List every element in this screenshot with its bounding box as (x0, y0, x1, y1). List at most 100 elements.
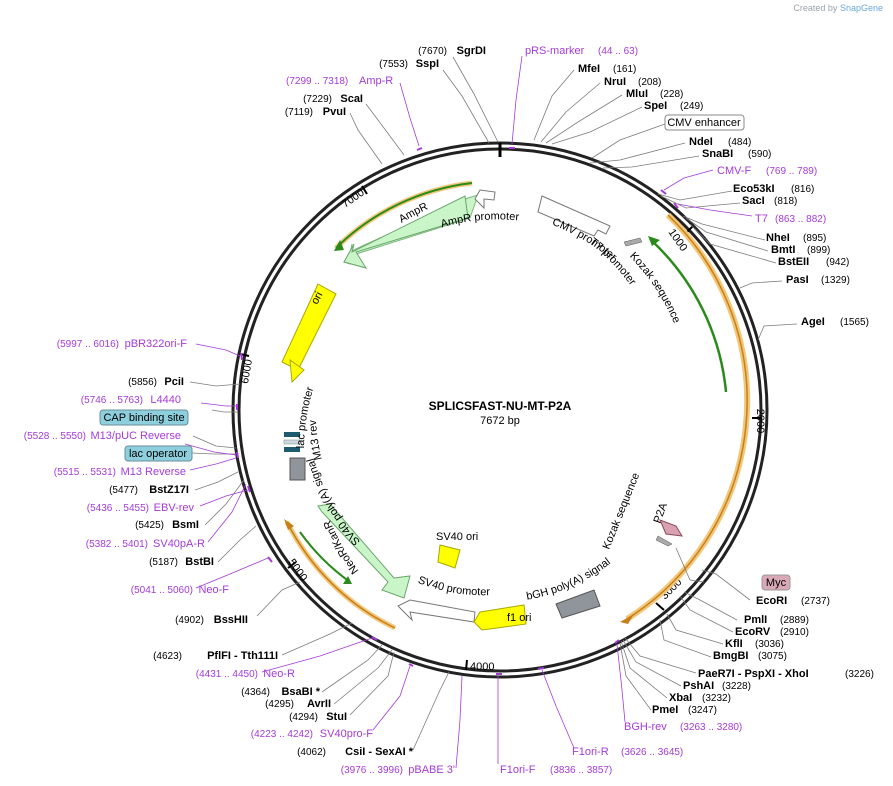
primer-name-l4440: L4440 (150, 394, 181, 406)
site-name-ecori: EcoRI (756, 595, 787, 607)
leader-xbai (620, 640, 668, 699)
primer-range-cmvf: (769 .. 789) (766, 166, 817, 177)
site-pos-spei: (249) (680, 101, 703, 112)
primer-range-ampr: (7299 .. 7318) (286, 76, 348, 87)
green-arc-1 (650, 239, 728, 393)
leader-bmti (685, 217, 769, 252)
mark-bgh (614, 639, 620, 644)
site-name-ecorv: EcoRV (735, 626, 771, 638)
primer-range-m13puc: (5528 .. 5550) (24, 431, 86, 442)
leader-m13rev (189, 457, 237, 471)
site-name-pmli: PmlI (744, 614, 767, 626)
site-pos-sspi: (7553) (379, 59, 408, 70)
site-name-scai: ScaI (340, 93, 363, 105)
tick-5000 (287, 561, 297, 569)
site-pos-pmli: (2889) (780, 615, 809, 626)
leader-neof (195, 557, 269, 589)
leader-pasi (739, 280, 783, 289)
site-pos-nrui: (208) (638, 77, 661, 88)
green-arc-ampr-arrow (334, 240, 344, 251)
leader-agei (757, 323, 798, 341)
leader-f1orir (541, 669, 575, 749)
primer-range-sv40par: (5382 .. 5401) (86, 539, 148, 550)
primer-name-f1orif: F1ori-F (500, 764, 536, 776)
site-pos-bstbi: (5187) (149, 557, 178, 568)
green-arc-ampr (335, 182, 473, 249)
neo-feature (317, 503, 411, 599)
primer-labels: pRS-marker (44 .. 63) (7299 .. 7318) Amp… (24, 45, 826, 776)
leader-sgrdi (452, 56, 499, 143)
leader-cap (211, 409, 238, 413)
leader-bgh (616, 643, 626, 723)
sv40-promoter-arrow (397, 599, 476, 623)
plasmid-name: SPLICSFAST-NU-MT-P2A (429, 399, 572, 413)
leader-avrii (333, 649, 393, 705)
leader-ampr (399, 82, 420, 147)
site-name-pasi: PasI (786, 274, 809, 286)
box-cap (99, 409, 189, 426)
site-name-csii: CsiI - SexAI * (345, 746, 414, 758)
site-pos-bsshii: (4902) (175, 615, 204, 626)
box-cmv-enhancer (664, 114, 745, 131)
site-pos-nhei: (895) (803, 233, 826, 244)
site-name-pvui: PvuI (323, 106, 346, 118)
primer-range-sv40pro: (4223 .. 4242) (251, 729, 313, 740)
site-pos-bmgbi: (3075) (758, 651, 787, 662)
lac-operator-mark (284, 447, 300, 452)
primer-range-pbr: (5997 .. 6016) (57, 339, 119, 350)
ori-feature (281, 283, 337, 371)
leader-pbabe (455, 675, 463, 769)
mark-ampr (416, 147, 423, 151)
leader-ecori (701, 569, 751, 601)
tick-4000 (465, 659, 468, 671)
leader-bstbi (217, 525, 257, 563)
site-pos-pcii: (5856) (128, 377, 157, 388)
credit-brand: SnapGene (839, 3, 883, 13)
primer-range-l4440: (5746 .. 5763) (81, 395, 143, 406)
site-pos-sgrdi: (7670) (418, 46, 447, 57)
label-sv40-ori: SV40 ori (436, 531, 478, 543)
leader-sv40par (207, 483, 247, 543)
leader-sv40pro (372, 665, 411, 731)
leader-kfli (666, 613, 724, 645)
p2a-feature (659, 519, 683, 537)
site-pos-csii: (4062) (297, 747, 326, 758)
site-name-bmgbi: BmgBI (713, 650, 748, 662)
lac-promoter-mark (283, 439, 301, 445)
leader-ebv (199, 489, 249, 507)
primer-range-bgh: (3263 .. 3280) (680, 722, 742, 733)
primer-name-cmvf: CMV-F (717, 165, 752, 177)
site-pos-paer7i: (3226) (845, 669, 874, 680)
site-name-bstbi: BstBI (185, 556, 214, 568)
site-name-pmei: PmeI (652, 704, 678, 716)
site-labels: (7670) SgrDI (7553) SspI (7229) ScaI (71… (109, 45, 874, 758)
leader-stui (349, 651, 395, 716)
site-pos-xbai: (3232) (702, 693, 731, 704)
site-name-bmti: BmtI (771, 244, 795, 256)
mark-m13 (236, 451, 239, 459)
site-name-sgrdi: SgrDI (457, 45, 486, 57)
leader-ecorv (679, 595, 734, 633)
label-sv40-promoter: SV40 promoter (416, 574, 490, 598)
tick-label-4000: 4000 (470, 661, 494, 673)
site-pos-mfei: (161) (613, 64, 636, 75)
leader-cmvf (663, 169, 714, 191)
site-pos-bstz17i: (5477) (109, 485, 138, 496)
label-kozak-2: Kozak sequence (601, 471, 643, 551)
mark-neor (371, 636, 378, 641)
site-name-nrui: NruI (604, 76, 626, 88)
box-label-cap: CAP binding site (103, 412, 184, 424)
leader-pvui (349, 112, 383, 165)
credit-prefix: Created by (793, 3, 838, 13)
primer-range-ebv: (5436 .. 5455) (87, 503, 149, 514)
site-name-xbai: XbaI (669, 692, 692, 704)
site-pos-scai: (7229) (303, 94, 332, 105)
site-pos-ecori: (2737) (801, 596, 830, 607)
primer-name-pbr: pBR322ori-F (125, 338, 188, 350)
site-pos-bsmi: (5425) (135, 520, 164, 531)
cmv-promoter-shape (537, 195, 611, 237)
leader-eco53ki (657, 190, 733, 201)
leader-neor (261, 637, 373, 673)
leader-bsteii (689, 223, 777, 264)
snapgene-credit: Created by SnapGene (793, 3, 883, 13)
